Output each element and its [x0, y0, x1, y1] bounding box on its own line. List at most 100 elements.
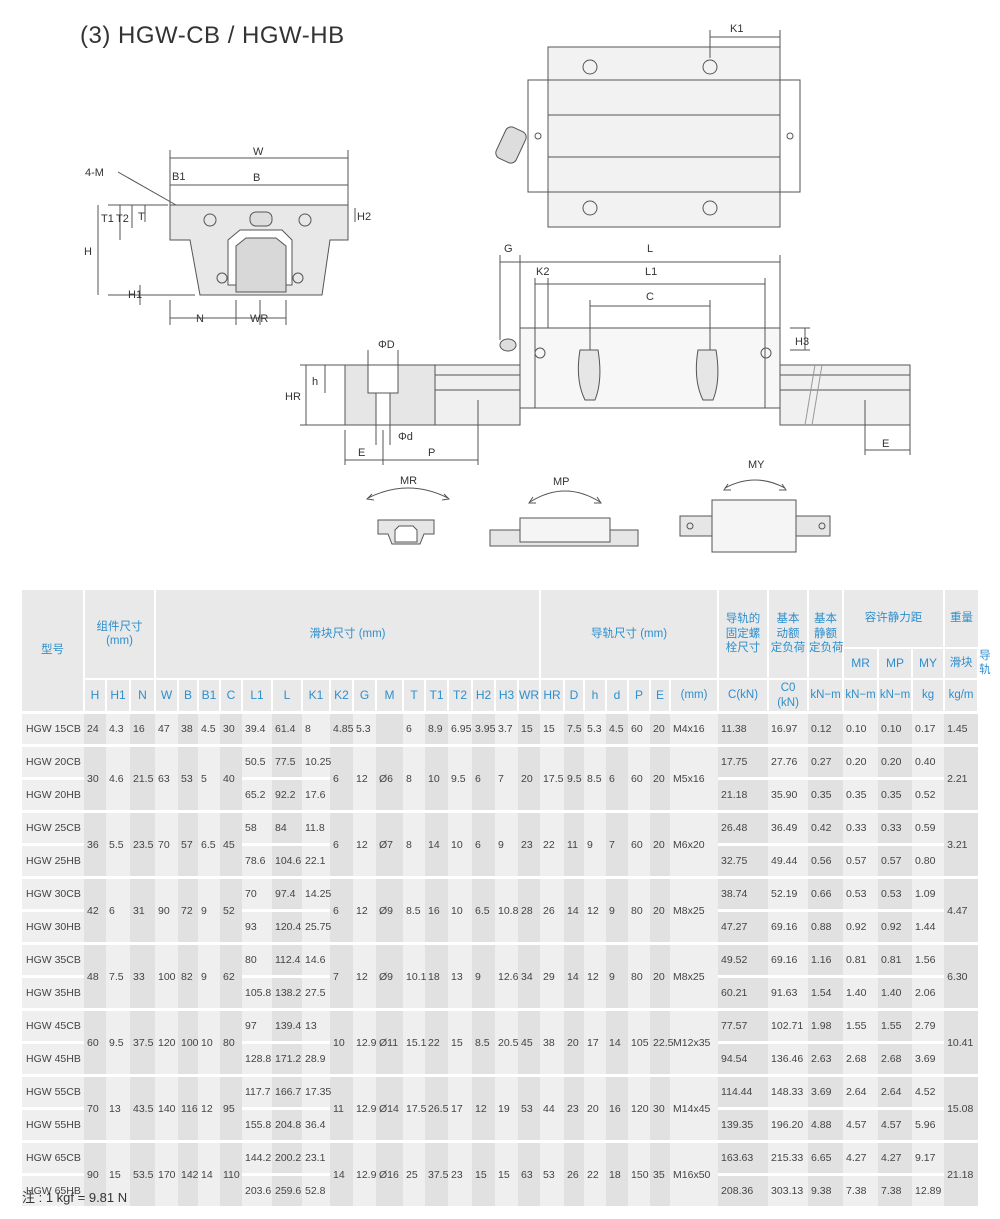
- label-t2: T2: [116, 213, 129, 225]
- header-symbol-h1: H1: [106, 678, 131, 714]
- header-symbol-b1: B1: [198, 678, 221, 714]
- cell-c: 30: [220, 711, 242, 746]
- cell-n: 23.5: [130, 810, 155, 878]
- cell-h3: 3.7: [495, 711, 518, 746]
- cell-h1: 6: [106, 876, 130, 944]
- cell-l: 138.2: [275, 987, 302, 1000]
- cell-p: 80: [628, 876, 651, 944]
- cell-mr: 0.56: [811, 855, 832, 868]
- cell-my: 1.40: [881, 987, 902, 1000]
- header-symbol-n: N: [130, 678, 156, 714]
- cell-h3: 9: [495, 810, 518, 878]
- label-my: MY: [748, 459, 765, 471]
- header-unit: C0 (kN): [768, 678, 810, 714]
- header-weight: 重量: [944, 590, 980, 649]
- label-h3: H3: [795, 336, 809, 348]
- cell-n: 33: [130, 942, 155, 1010]
- label-4-m: 4-M: [85, 167, 104, 179]
- cell-b: 142: [178, 1140, 199, 1207]
- cell-mp: 7.38: [846, 1185, 867, 1198]
- cell-model: HGW 35CB: [22, 942, 84, 979]
- cell-w: 90: [155, 876, 178, 944]
- label-h1: H1: [128, 289, 142, 301]
- header-symbol-wr: WR: [518, 678, 542, 714]
- cell-c0: 303.13: [771, 1185, 804, 1198]
- header-symbol-b: B: [178, 678, 199, 714]
- header-unit: kN−m: [878, 678, 914, 714]
- header-static-moment: 容许静力距: [843, 590, 946, 649]
- header-symbol-t: T: [403, 678, 426, 714]
- cell-t1: 22: [425, 1008, 448, 1076]
- cell-mr: 2.63: [811, 1053, 832, 1066]
- header-static-load: 基本 静额 定负荷: [808, 590, 845, 680]
- header-symbol-t2: T2: [448, 678, 473, 714]
- cell-b: 82: [178, 942, 198, 1010]
- cell-h1: 13: [106, 1074, 130, 1142]
- cell-k1: 17.6: [305, 789, 326, 802]
- cell-my: 0.81: [878, 942, 913, 979]
- cross-section-drawing: 4-M W B1 B T1 T2 T H2 H H1 N WR: [84, 146, 371, 325]
- cell-hr: 29: [540, 942, 565, 1010]
- header-symbol-t1: T1: [425, 678, 449, 714]
- cell-h1: 15: [106, 1140, 130, 1207]
- cell-bolt: M6x20: [670, 810, 719, 878]
- cell-k1: 13: [302, 1008, 330, 1045]
- cell-rail-weight: 3.21: [944, 810, 979, 878]
- cell-my: 0.33: [878, 810, 913, 847]
- cell-wr: 15: [518, 711, 541, 746]
- cell-kg: 5.96: [915, 1119, 936, 1132]
- cell-t: 8: [403, 810, 425, 878]
- cell-h3: 7: [495, 744, 518, 812]
- cell-n: 37.5: [130, 1008, 155, 1076]
- cell-h: 60: [84, 1008, 106, 1076]
- label-e: E: [358, 447, 365, 459]
- cell-g: 12: [353, 942, 376, 1010]
- cell-m: Ø7: [376, 810, 403, 878]
- cell-c0: 27.76: [768, 744, 809, 781]
- cell-h2: 6.5: [472, 876, 495, 944]
- cell-w: 140: [155, 1074, 178, 1142]
- cell-mr: 4.88: [811, 1119, 832, 1132]
- label-h-small: h: [312, 376, 318, 388]
- cell-mp: 0.53: [843, 876, 879, 913]
- cell-t1: 14: [425, 810, 448, 878]
- cell-l: 92.2: [275, 789, 296, 802]
- technical-drawings: 4-M W B1 B T1 T2 T H2 H H1 N WR K1: [84, 23, 911, 553]
- cell-model: HGW 45HB: [26, 1053, 81, 1066]
- cell-d-small: 16: [606, 1074, 629, 1142]
- cell-wr: 23: [518, 810, 541, 878]
- cell-kg: 4.52: [912, 1074, 945, 1111]
- cell-h-rail: 17: [584, 1008, 607, 1076]
- header-symbol-m: M: [376, 678, 404, 714]
- cell-l: 61.4: [272, 711, 302, 746]
- cell-e: 30: [650, 1074, 671, 1142]
- cell-mr: 0.27: [808, 744, 844, 781]
- cell-l1: 105.8: [245, 987, 272, 1000]
- cell-hr: 53: [540, 1140, 565, 1207]
- cell-model: HGW 25CB: [22, 810, 84, 847]
- cell-l: 204.8: [275, 1119, 302, 1132]
- cell-c: 110: [220, 1140, 242, 1207]
- header-block-dimensions: 滑块尺寸 (mm): [155, 590, 542, 680]
- header-dynamic-load: 基本 动额 定负荷: [768, 590, 810, 680]
- cell-mr: 0.42: [808, 810, 844, 847]
- cell-m: Ø9: [376, 876, 403, 944]
- cell-k1: 14.6: [302, 942, 330, 979]
- header-symbol-l1: L1: [242, 678, 273, 714]
- cell-l: 200.2: [272, 1140, 302, 1177]
- cell-mr: 0.88: [811, 921, 832, 934]
- cell-t1: 8.9: [425, 711, 448, 746]
- cell-wr: 34: [518, 942, 541, 1010]
- cell-c: 47.27: [721, 921, 748, 934]
- label-p: P: [428, 447, 435, 459]
- label-phi-d-small: Φd: [398, 431, 413, 443]
- cell-b: 57: [178, 810, 198, 878]
- cell-k1: 23.1: [302, 1140, 330, 1177]
- cell-kg: 0.40: [912, 744, 945, 781]
